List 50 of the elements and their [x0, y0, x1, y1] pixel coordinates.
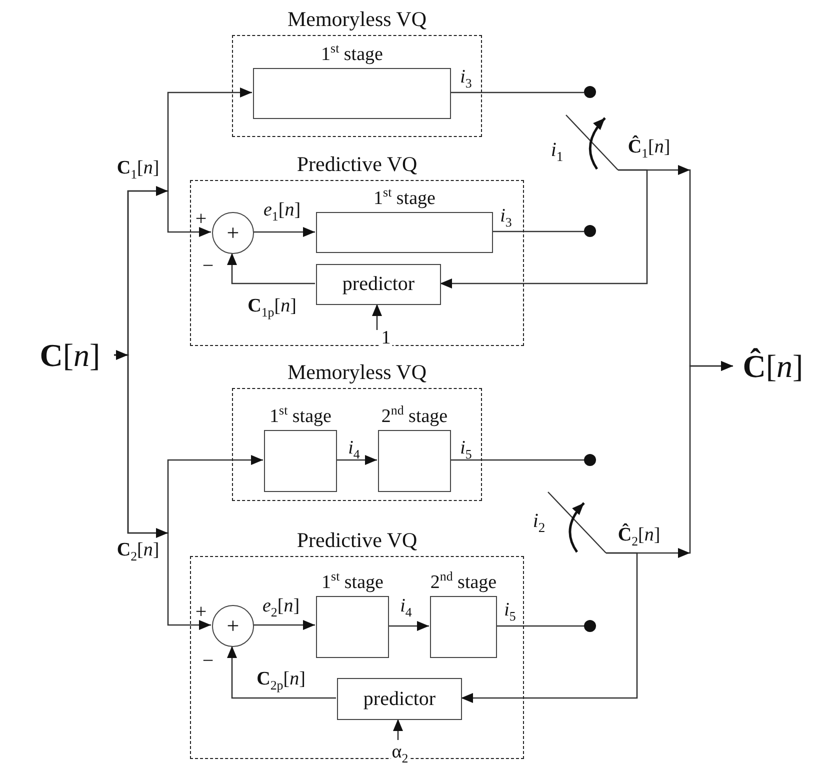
group-title: Memoryless VQ [287, 362, 427, 383]
terminal-dot [584, 86, 596, 98]
edge-label: i$_{4}$ [347, 438, 361, 458]
connector-arrow [114, 354, 211, 630]
edge-label: e$_{1}$[n] [262, 200, 302, 220]
group-title: Predictive VQ [296, 154, 418, 175]
stage-label: 1$^{st}$ stage [270, 407, 332, 426]
edge-label: Ĉ$_{1}$[n] [626, 138, 672, 156]
terminal-dot [584, 454, 596, 466]
connector-arrow [253, 620, 315, 630]
sign-label: − [202, 256, 214, 276]
stage-label: 2$^{nd}$ stage [381, 407, 448, 426]
stage-label: 1$^{st}$ stage [322, 573, 384, 592]
edge-label: i$_{4}$ [399, 596, 413, 616]
terminal-dot [584, 225, 596, 237]
edge-label: Ĉ$_{2}$[n] [616, 526, 662, 544]
edge-label: i$_{3}$ [459, 68, 473, 86]
connector-arrow [372, 304, 382, 330]
connector-arrow [440, 169, 648, 288]
summing-junction: + [212, 605, 254, 647]
connector-arrow [388, 621, 429, 631]
edge-label: e$_{2}$[n] [261, 596, 301, 616]
edge-label: 1 [380, 328, 392, 348]
stage-label: 1$^{st}$ stage [374, 189, 436, 208]
summing-junction: + [212, 212, 254, 254]
predictor-block: predictor [316, 264, 441, 305]
stage-label: 2$^{nd}$ stage [430, 573, 497, 592]
sign-label: + [195, 209, 207, 229]
signal-label: C[n] [26, 337, 114, 373]
stage-label: 1$^{st}$ stage [321, 45, 383, 64]
switch-index-label: i$_{1}$ [550, 140, 564, 160]
edge-label: i$_{5}$ [459, 438, 473, 458]
connector-arrow [227, 646, 336, 699]
terminal-dot [584, 620, 596, 632]
edge-label: i$_{3}$ [499, 206, 513, 226]
predictor-block: predictor [337, 678, 462, 720]
group-title: Predictive VQ [296, 530, 418, 551]
connector-arrow [227, 253, 315, 284]
connector-arrow [253, 227, 315, 237]
connector-arrow [461, 552, 638, 703]
signal-label: C$_{2}$[n] [116, 540, 160, 560]
sign-label: − [202, 651, 214, 671]
signal-label: Ĉ[n] [733, 347, 813, 385]
connector-arrow [393, 719, 403, 740]
group-title: Memoryless VQ [287, 9, 427, 30]
connector-arrow [336, 455, 377, 465]
switch-index-label: i$_{2}$ [532, 511, 546, 531]
sign-label: + [195, 602, 207, 622]
edge-label: i$_{5}$ [503, 600, 517, 620]
signal-label: C$_{1}$[n] [116, 158, 160, 178]
